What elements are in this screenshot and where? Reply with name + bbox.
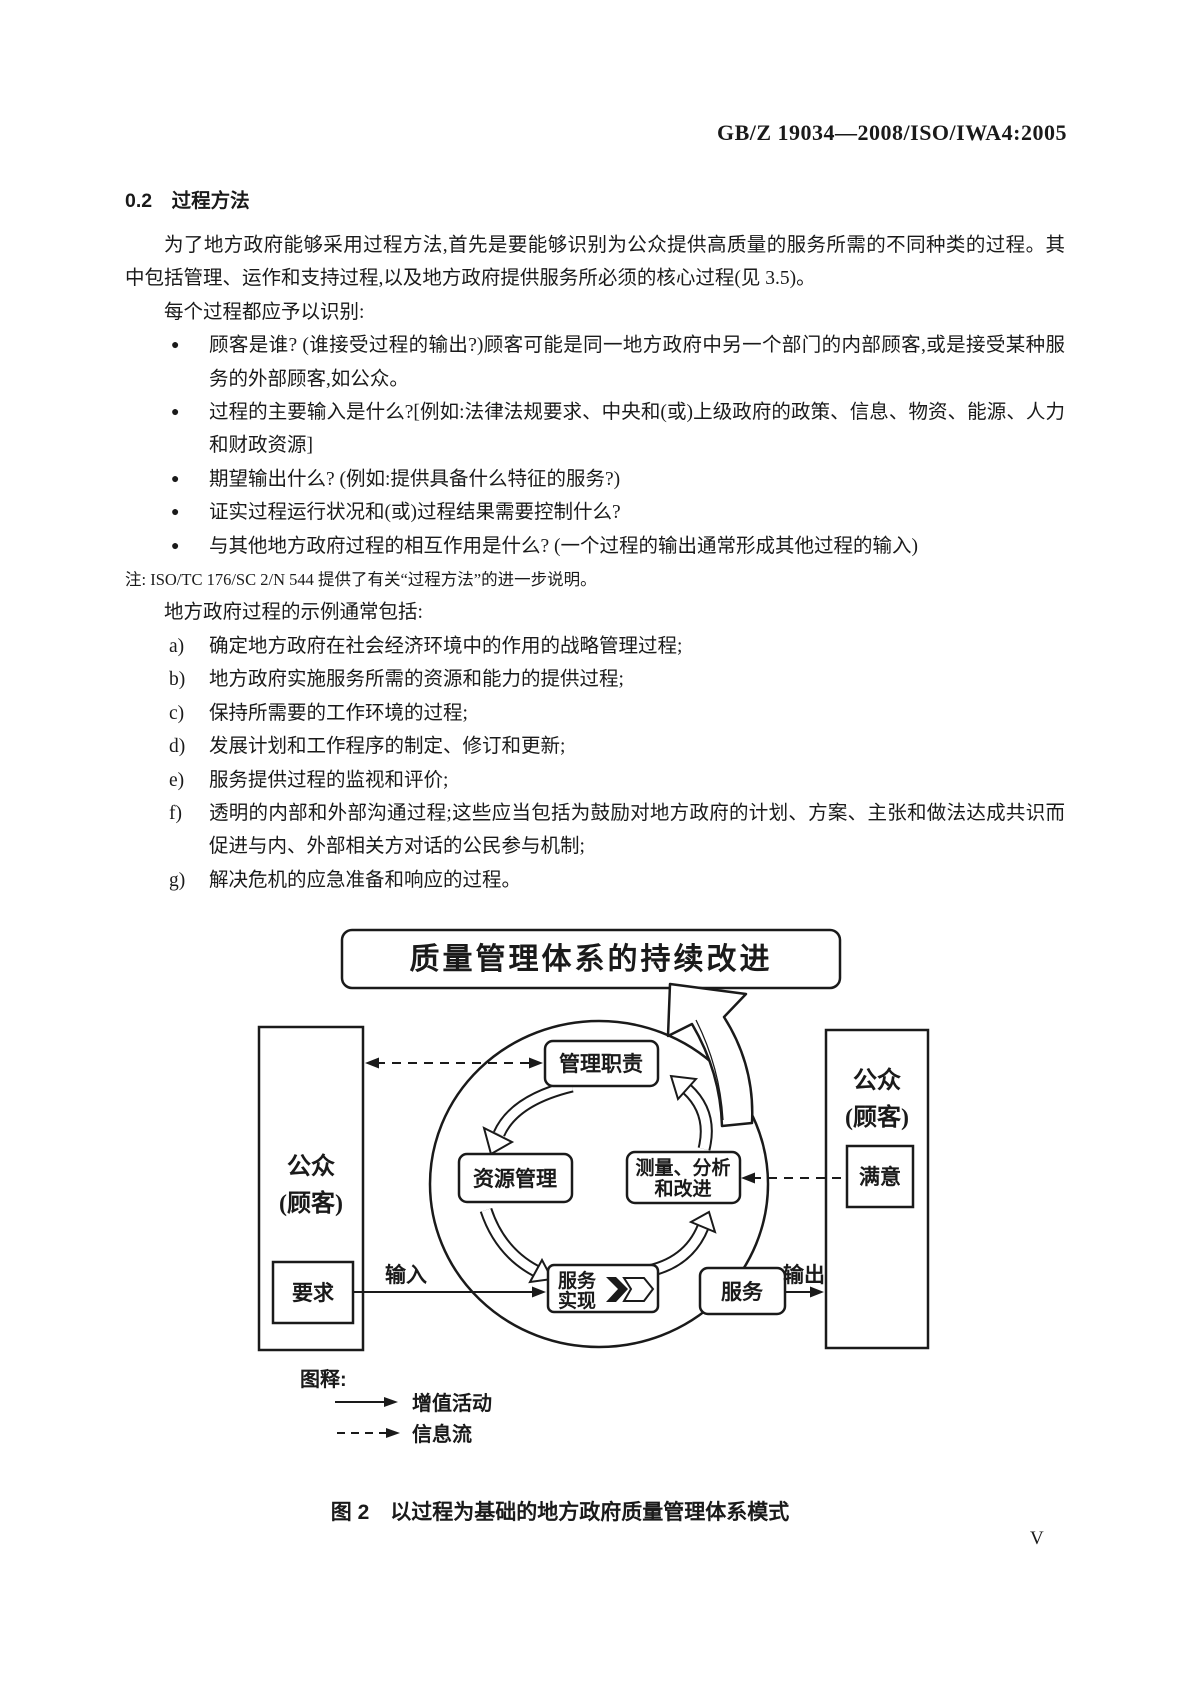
figure-2-diagram: 质量管理体系的持续改进 公众 (顾客) 公众 (顾客) 要求 满意 管理职责 资…	[240, 920, 1000, 1460]
continual-improvement-banner	[340, 928, 842, 990]
cycle-arrow-bottom-right-head	[688, 1210, 717, 1234]
cycle-arrow-bottom-left-fill	[481, 1208, 539, 1275]
bullet-icon: ●	[171, 505, 180, 521]
management-responsibility-label: 管理职责	[559, 1052, 643, 1076]
bullet-icon: ●	[171, 338, 180, 354]
item-text: 确定地方政府在社会经济环境中的作用的战略管理过程;	[209, 635, 683, 657]
input-label: 输入	[385, 1263, 427, 1287]
measurement-label-line1: 测量、分析	[635, 1156, 730, 1179]
item-label: g)	[169, 869, 186, 891]
management-responsibility-box	[543, 1039, 660, 1088]
section-heading: 0.2 过程方法	[125, 190, 250, 212]
item-label: f)	[169, 802, 182, 824]
requirements-label: 要求	[292, 1281, 334, 1305]
list-item: e) 服务提供过程的监视和评价;	[125, 764, 1065, 797]
info-flow-right-arrowhead	[741, 1172, 755, 1184]
improvement-arrow-fold-line	[695, 1019, 724, 1121]
item-text: 发展计划和工作程序的制定、修订和更新;	[209, 736, 566, 758]
bullet-icon: ●	[171, 471, 180, 487]
bullet-text: 顾客是谁? (谁接受过程的输出?)顾客可能是同一地方政府中另一个部门的内部顾客,…	[209, 335, 1065, 390]
resource-management-box	[457, 1152, 574, 1204]
bullet-text: 与其他地方政府过程的相互作用是什么? (一个过程的输出通常形成其他过程的输入)	[209, 535, 919, 557]
arrow-pentagon-icon	[622, 1277, 655, 1302]
item-text: 服务提供过程的监视和评价;	[209, 769, 449, 791]
output-arrowhead	[810, 1286, 824, 1298]
input-arrowhead	[532, 1286, 546, 1298]
item-text: 地方政府实施服务所需的资源和能力的提供过程;	[209, 669, 624, 691]
legend-dashed-label: 信息流	[412, 1422, 472, 1446]
service-realization-label-line1: 服务	[558, 1269, 597, 1292]
list-item: ● 期望输出什么? (例如:提供具备什么特征的服务?)	[125, 463, 1065, 496]
resource-management-label: 资源管理	[473, 1167, 557, 1191]
requirements-box	[271, 1260, 355, 1325]
list-item: ● 证实过程运行状况和(或)过程结果需要控制什么?	[125, 496, 1065, 529]
standard-number-header: GB/Z 19034—2008/ISO/IWA4:2005	[716, 120, 1067, 145]
chevron-icon	[606, 1277, 628, 1302]
body-text: 为了地方政府能够采用过程方法,首先是要能够识别为公众提供高质量的服务所需的不同种…	[125, 229, 1065, 897]
cycle-arrow-top-left-head	[482, 1126, 515, 1156]
lettered-list: a) 确定地方政府在社会经济环境中的作用的战略管理过程; b) 地方政府实施服务所需…	[125, 630, 1065, 897]
right-public-label-line2: (顾客)	[845, 1103, 909, 1131]
paragraph-identify: 每个过程都应予以识别:	[164, 301, 365, 323]
info-flow-left-arrowhead-left	[365, 1057, 379, 1069]
item-label: d)	[169, 736, 186, 758]
bullet-icon: ●	[171, 538, 180, 554]
page-number: V	[1030, 1528, 1044, 1549]
cycle-arrow-top-right-head	[669, 1074, 699, 1101]
cycle-arrow-top-right-fill	[683, 1085, 711, 1151]
bullet-text: 期望输出什么? (例如:提供具备什么特征的服务?)	[209, 468, 621, 490]
list-item: c) 保持所需要的工作环境的过程;	[125, 697, 1065, 730]
bullet-text: 过程的主要输入是什么?[例如:法律法规要求、中央和(或)上级政府的政策、信息、物…	[209, 402, 1065, 457]
qms-process-model-svg: 质量管理体系的持续改进 公众 (顾客) 公众 (顾客) 要求 满意 管理职责 资…	[257, 928, 930, 1446]
note-line: 注: ISO/TC 176/SC 2/N 544 提供了有关“过程方法”的进一步…	[125, 570, 597, 590]
list-item: ● 顾客是谁? (谁接受过程的输出?)顾客可能是同一地方政府中另一个部门的内部顾客…	[125, 329, 1065, 396]
list-item: ● 过程的主要输入是什么?[例如:法律法规要求、中央和(或)上级政府的政策、信息、…	[125, 396, 1065, 463]
cycle-arrow-top-left-fill	[494, 1081, 574, 1137]
service-realization-label-line2: 实现	[558, 1289, 596, 1312]
legend-dashed-arrowhead	[386, 1428, 400, 1438]
bullet-icon: ●	[171, 405, 180, 421]
paragraph-examples: 地方政府过程的示例通常包括:	[164, 602, 423, 624]
item-label: a)	[169, 635, 185, 657]
list-item: d) 发展计划和工作程序的制定、修订和更新;	[125, 730, 1065, 763]
list-item: b) 地方政府实施服务所需的资源和能力的提供过程;	[125, 663, 1065, 696]
item-text: 保持所需要的工作环境的过程;	[209, 702, 468, 724]
list-item: f) 透明的内部和外部沟通过程;这些应当包括为鼓励对地方政府的计划、方案、主张和做…	[125, 797, 1065, 864]
legend-solid-label: 增值活动	[412, 1391, 492, 1415]
satisfaction-label: 满意	[859, 1165, 901, 1189]
service-label: 服务	[721, 1280, 764, 1304]
paragraph-intro: 为了地方政府能够采用过程方法,首先是要能够识别为公众提供高质量的服务所需的不同种…	[125, 235, 1065, 290]
item-text: 透明的内部和外部沟通过程;这些应当包括为鼓励对地方政府的计划、方案、主张和做法达…	[209, 802, 1065, 858]
left-public-label-line1: 公众	[287, 1153, 335, 1180]
measurement-analysis-box	[625, 1150, 742, 1205]
service-box	[698, 1266, 787, 1316]
output-label: 输出	[783, 1263, 825, 1287]
list-item: ● 与其他地方政府过程的相互作用是什么? (一个过程的输出通常形成其他过程的输入)	[125, 530, 1065, 563]
legend-title: 图释:	[300, 1368, 347, 1391]
satisfaction-box	[845, 1144, 915, 1209]
bullet-list: ● 顾客是谁? (谁接受过程的输出?)顾客可能是同一地方政府中另一个部门的内部顾客…	[125, 329, 1065, 563]
list-item: g) 解决危机的应急准备和响应的过程。	[125, 864, 1065, 897]
left-public-label-line2: (顾客)	[279, 1189, 343, 1217]
item-label: c)	[169, 702, 185, 724]
legend-solid-arrowhead	[384, 1397, 398, 1407]
item-text: 解决危机的应急准备和响应的过程。	[209, 869, 522, 891]
item-label: b)	[169, 669, 186, 691]
process-circle	[428, 1019, 770, 1349]
info-flow-left-arrowhead-right	[529, 1057, 543, 1069]
list-item: a) 确定地方政府在社会经济环境中的作用的战略管理过程;	[125, 630, 1065, 663]
measurement-label-line2: 和改进	[654, 1177, 711, 1200]
item-label: e)	[169, 769, 185, 791]
banner-label: 质量管理体系的持续改进	[410, 943, 773, 976]
figure-caption: 图 2 以过程为基础的地方政府质量管理体系模式	[330, 1501, 790, 1524]
bullet-text: 证实过程运行状况和(或)过程结果需要控制什么?	[209, 502, 621, 524]
right-public-label-line1: 公众	[853, 1067, 901, 1094]
